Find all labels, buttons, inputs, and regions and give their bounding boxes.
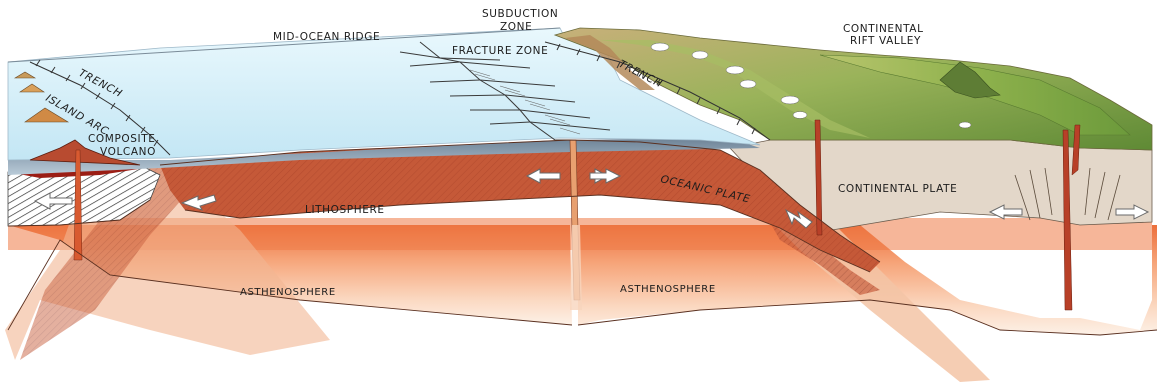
label-asthenosphere-right: ASTHENOSPHERE (620, 284, 716, 295)
ridge-faint-plume (570, 225, 582, 310)
label-continental-rift-1: CONTINENTAL (843, 23, 924, 35)
label-continental-plate: CONTINENTAL PLATE (838, 183, 957, 195)
label-mid-ocean-ridge: MID-OCEAN RIDGE (273, 31, 380, 43)
label-fracture-zone: FRACTURE ZONE (452, 45, 548, 57)
label-composite-volcano-2: VOLCANO (100, 146, 156, 158)
label-composite-volcano-1: COMPOSITE (88, 133, 155, 145)
label-subduction-zone-1: SUBDUCTION (482, 8, 558, 20)
label-continental-rift-2: RIFT VALLEY (850, 35, 921, 47)
label-subduction-zone-2: ZONE (500, 21, 532, 33)
label-lithosphere: LITHOSPHERE (305, 204, 385, 216)
label-asthenosphere-left: ASTHENOSPHERE (240, 287, 336, 298)
